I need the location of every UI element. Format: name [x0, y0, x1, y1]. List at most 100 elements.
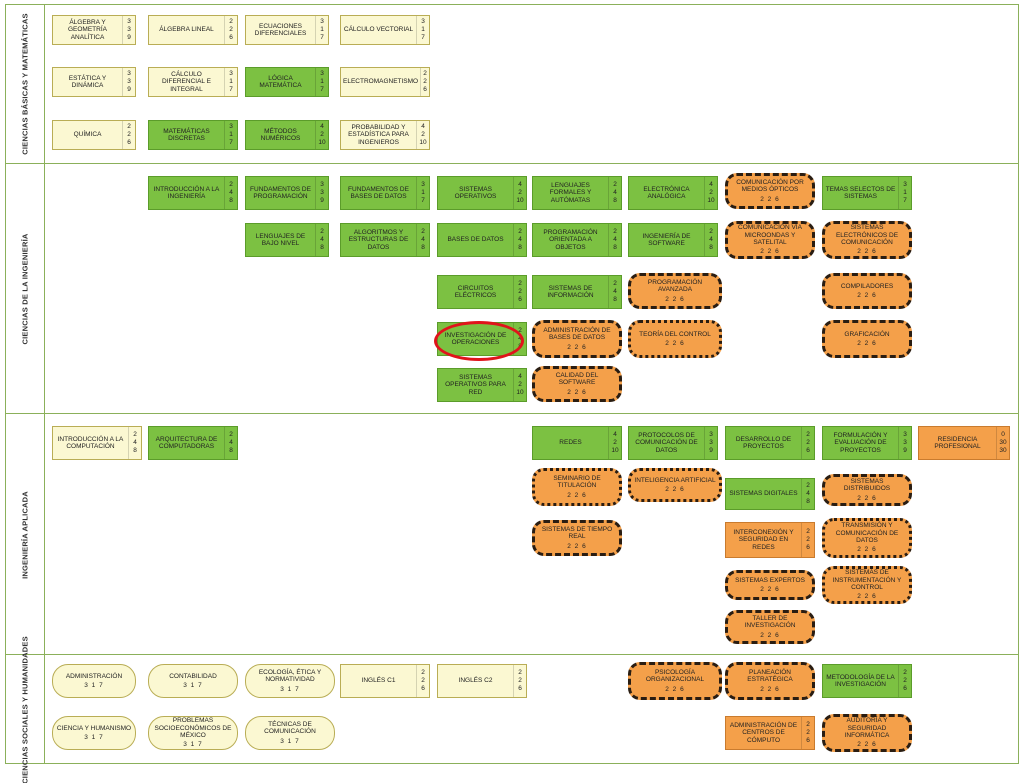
- credit-value: 1: [320, 25, 324, 33]
- credit-value: 4: [229, 438, 233, 446]
- credit-value: 1: [229, 77, 233, 85]
- credit-value: 1: [421, 25, 425, 33]
- credit-value: 4: [613, 235, 617, 243]
- course-title: ALGORITMOS Y ESTRUCTURAS DE DATOS: [348, 228, 409, 251]
- credit-value: 8: [229, 447, 233, 455]
- credit-value: 4: [518, 235, 522, 243]
- course-name: INGENIERÍA DE SOFTWARE: [629, 233, 704, 248]
- course-title: PROGRAMACIÓN ORIENTADA A OBJETOS: [543, 228, 598, 251]
- course-name: PROGRAMACIÓN ORIENTADA A OBJETOS: [533, 229, 608, 251]
- course-name: CIRCUITOS ELÉCTRICOS: [438, 285, 513, 300]
- course-title: INTRODUCCIÓN A LA COMPUTACIÓN: [57, 435, 124, 450]
- course-title: CALIDAD DEL SOFTWARE: [555, 371, 599, 387]
- course-title: CIENCIA Y HUMANISMO: [56, 724, 132, 732]
- course-prob: PROBABILIDAD Y ESTADÍSTICA PARA INGENIER…: [340, 120, 430, 150]
- course-title: BASES DE DATOS: [447, 236, 504, 244]
- credit-value: 6: [806, 447, 810, 455]
- credit-value: 3: [229, 69, 233, 77]
- course-title: ESTÁTICA Y DINÁMICA: [68, 74, 107, 89]
- course-name: ESTÁTICA Y DINÁMICA: [53, 75, 122, 90]
- course-credits: 2 2 6: [760, 631, 780, 639]
- band-label-ingenieria: CIENCIAS DE LA INGENIERÍA: [5, 164, 45, 414]
- credit-value: 10: [611, 447, 619, 455]
- credit-value: 8: [518, 244, 522, 252]
- course-name: SISTEMAS DE INFORMACIÓN: [533, 285, 608, 300]
- course-name: INGLÉS C1: [341, 677, 416, 684]
- credit-value: 30: [999, 438, 1007, 446]
- course-name: ARQUITECTURA DE COMPUTADORAS: [149, 436, 224, 451]
- course-credits: 3 1 7: [183, 682, 203, 689]
- course-credits: 2 2 6: [857, 741, 877, 749]
- credit-value: 2: [423, 69, 427, 77]
- credit-value: 3: [709, 438, 713, 446]
- credit-value: 8: [613, 244, 617, 252]
- course-name: SISTEMAS DIGITALES: [726, 490, 801, 497]
- band-title: INGENIERÍA APLICADA: [20, 490, 29, 579]
- course-title: SISTEMAS OPERATIVOS: [454, 185, 497, 200]
- course-credits: 2 2 6: [567, 343, 587, 351]
- band-basicas: [5, 4, 1019, 164]
- credit-value: 9: [709, 447, 713, 455]
- course-name: ECUACIONES DIFERENCIALES: [246, 23, 315, 38]
- credit-value: 2: [421, 676, 425, 684]
- course-credits: 2 2 6: [567, 491, 587, 499]
- credit-value: 6: [421, 685, 425, 693]
- course-title: LENGUAJES DE BAJO NIVEL: [255, 232, 306, 247]
- credit-value: 9: [903, 447, 907, 455]
- course-credits: 3 1 7: [280, 737, 300, 745]
- credit-value: 2: [229, 25, 233, 33]
- course-title: PROTOCOLOS DE COMUNICACIÓN DE DATOS: [635, 431, 698, 454]
- course-credits: 2 2 6: [760, 685, 780, 693]
- course-title: ÁLGEBRA Y GEOMETRÍA ANALÍTICA: [67, 18, 107, 41]
- credit-value: 4: [229, 188, 233, 196]
- band-label-basicas: CIENCIAS BÁSICAS Y MATEMÁTICAS: [5, 4, 45, 164]
- credit-value: 2: [806, 430, 810, 438]
- credit-value: 4: [518, 180, 522, 188]
- credit-value: 2: [421, 227, 425, 235]
- course-credits: 3 1 7: [84, 682, 104, 689]
- credit-value: 1: [229, 130, 233, 138]
- credit-value: 4: [613, 287, 617, 295]
- credit-value: 2: [613, 180, 617, 188]
- credit-value: 9: [127, 86, 131, 94]
- credit-value: 3: [127, 69, 131, 77]
- course-title: ÁLGEBRA LINEAL: [159, 26, 214, 34]
- credit-value: 4: [518, 372, 522, 380]
- credit-value: 7: [421, 197, 425, 205]
- course-title: PLANEACIÓN ESTRATÉGICA: [747, 668, 793, 684]
- course-name: METODOLOGÍA DE LA INVESTIGACIÓN: [823, 674, 898, 689]
- course-title: PROBLEMAS SOCIOECONÓMICOS DE MÉXICO: [154, 717, 232, 739]
- course-title: SISTEMAS DE INFORMACIÓN: [547, 284, 594, 299]
- credit-value: 8: [613, 197, 617, 205]
- credit-value: 7: [903, 197, 907, 205]
- credit-value: 2: [613, 279, 617, 287]
